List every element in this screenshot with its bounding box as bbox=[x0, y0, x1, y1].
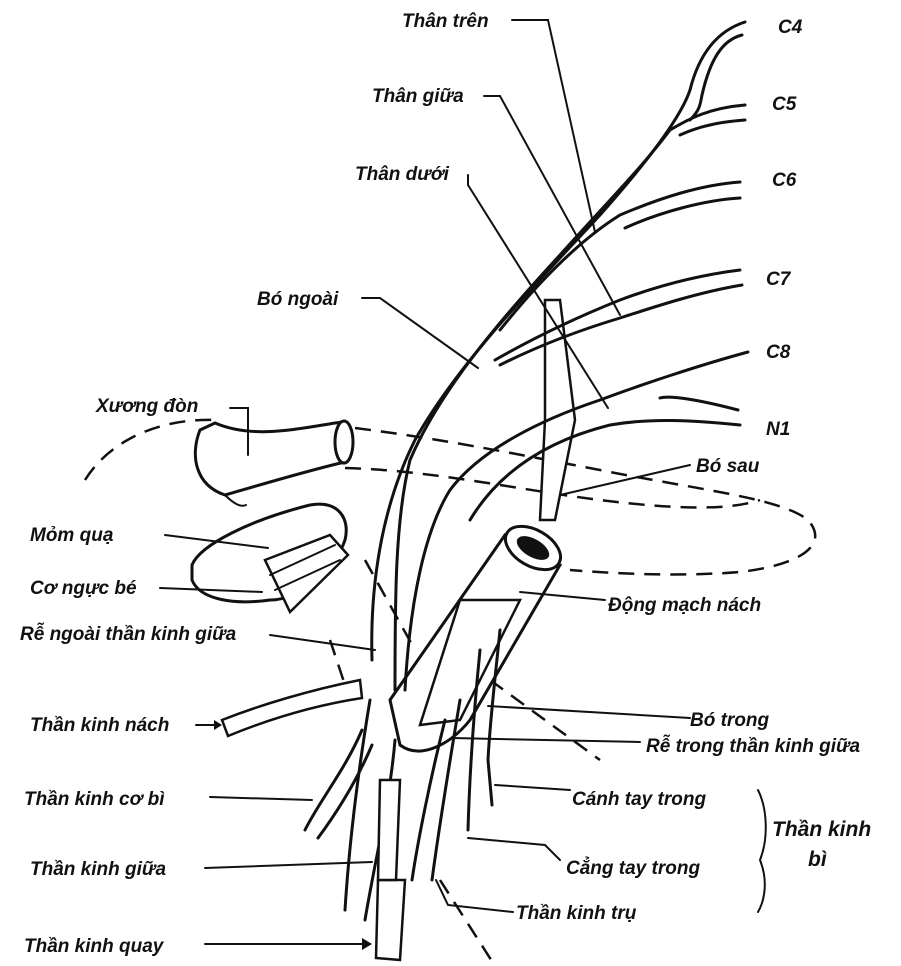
label-than-tren: Thân trên bbox=[402, 11, 489, 32]
brachial-plexus-nerves bbox=[222, 22, 748, 960]
label-c4: C4 bbox=[778, 17, 803, 38]
labels: Thân trên C4 Thân giữa C5 Thân dưới C6 C… bbox=[20, 11, 871, 957]
label-than-kinh-bi-2: bì bbox=[808, 848, 827, 871]
label-than-kinh-giua: Thần kinh giữa bbox=[30, 859, 166, 880]
label-c5: C5 bbox=[772, 94, 797, 115]
label-bo-sau: Bó sau bbox=[696, 456, 760, 477]
label-c8: C8 bbox=[766, 342, 791, 363]
label-than-duoi: Thân dưới bbox=[355, 164, 450, 185]
coracoid-process bbox=[192, 504, 348, 612]
label-than-kinh-quay: Thần kinh quay bbox=[24, 936, 165, 957]
label-co-nguc-be: Cơ ngực bé bbox=[30, 578, 137, 599]
label-re-ngoai: Rễ ngoài thần kinh giữa bbox=[20, 623, 237, 645]
label-than-kinh-tru: Thần kinh trụ bbox=[516, 903, 637, 924]
label-n1: N1 bbox=[766, 419, 790, 440]
label-xuong-don: Xương đòn bbox=[95, 396, 198, 417]
label-re-trong: Rễ trong thần kinh giữa bbox=[646, 735, 861, 757]
label-bo-ngoai: Bó ngoài bbox=[257, 289, 339, 310]
label-cang-tay-trong: Cẳng tay trong bbox=[566, 857, 700, 879]
label-dong-mach-nach: Động mạch nách bbox=[608, 595, 761, 616]
label-bo-trong: Bó trong bbox=[690, 710, 770, 731]
label-mom-qua: Mỏm quạ bbox=[30, 525, 114, 546]
clavicle bbox=[195, 421, 353, 506]
label-than-giua: Thân giữa bbox=[372, 86, 464, 107]
label-than-kinh-bi-1: Thần kinh bbox=[772, 818, 871, 841]
label-c7: C7 bbox=[766, 269, 792, 290]
label-than-kinh-co-bi: Thần kinh cơ bì bbox=[24, 789, 165, 810]
label-c6: C6 bbox=[772, 170, 797, 191]
label-canh-tay-trong: Cánh tay trong bbox=[572, 789, 706, 810]
label-than-kinh-nach: Thần kinh nách bbox=[30, 715, 169, 736]
